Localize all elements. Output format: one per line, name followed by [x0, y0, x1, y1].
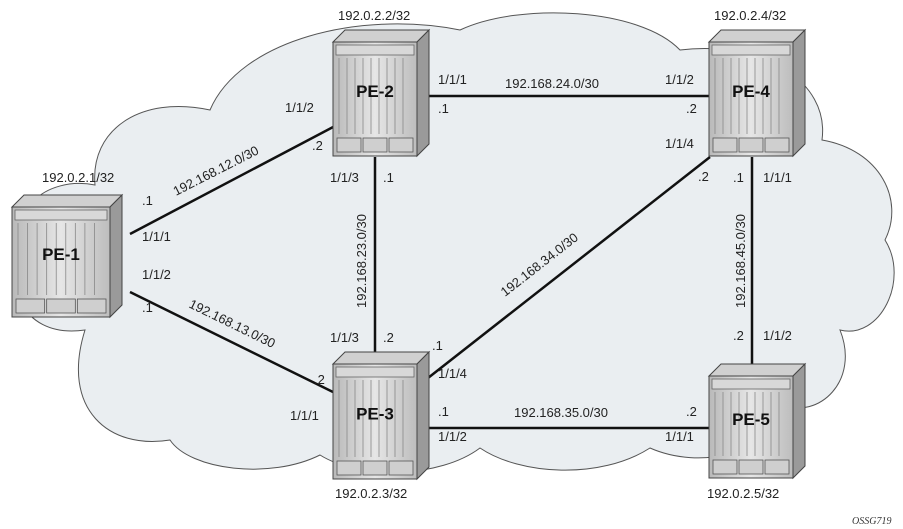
router-side-face	[792, 362, 806, 480]
router-side-face	[109, 193, 123, 319]
figure-credit: OSSG719	[852, 516, 891, 527]
routers-layer: PE-1 PE-2PE-3 PE-4PE-5	[10, 28, 807, 481]
port-pe3-pe4-b: 1/1/4	[665, 136, 694, 151]
router-side-face	[792, 28, 806, 158]
host-pe2-pe3-a: .1	[383, 170, 394, 185]
router-name-pe-4: PE-4	[732, 82, 770, 101]
link-pe3-pe4	[427, 156, 711, 379]
pe2-address: 192.0.2.2/32	[338, 8, 410, 23]
router-power-module	[15, 298, 46, 314]
router-pe-1: PE-1	[10, 193, 124, 319]
router-top-panel	[14, 209, 108, 221]
router-top-panel	[711, 44, 791, 56]
links-layer	[129, 94, 754, 430]
port-pe2-pe3-b: 1/1/3	[330, 330, 359, 345]
router-name-pe-3: PE-3	[356, 405, 394, 424]
port-pe2-pe4-a: 1/1/1	[438, 72, 467, 87]
port-pe3-pe5-a: 1/1/2	[438, 429, 467, 444]
host-pe3-pe5-a: .1	[438, 404, 449, 419]
router-top-panel	[335, 366, 415, 378]
host-pe3-pe4-b: .2	[698, 169, 709, 184]
router-side-face	[416, 350, 430, 481]
link-pe1-pe3	[129, 290, 336, 395]
router-power-module	[738, 137, 764, 153]
host-pe1-pe3-b: .2	[314, 372, 325, 387]
router-power-module	[76, 298, 107, 314]
host-pe4-pe5-a: .1	[733, 170, 744, 185]
router-power-module	[738, 459, 764, 475]
subnet-label-pe3-pe5: 192.168.35.0/30	[514, 405, 608, 420]
host-pe4-pe5-b: .2	[733, 328, 744, 343]
port-pe2-pe3-a: 1/1/3	[330, 170, 359, 185]
router-power-module	[336, 460, 362, 476]
port-pe2-pe4-b: 1/1/2	[665, 72, 694, 87]
router-top-face	[707, 363, 807, 377]
host-pe2-pe4-a: .1	[438, 101, 449, 116]
router-power-module	[764, 459, 790, 475]
host-pe1-pe2-b: .2	[312, 138, 323, 153]
port-pe1-pe3-b: 1/1/1	[290, 408, 319, 423]
router-top-face	[331, 29, 431, 43]
host-pe1-pe3-a: .1	[142, 300, 153, 315]
router-power-module	[388, 137, 414, 153]
router-power-module	[336, 137, 362, 153]
port-pe1-pe2-a: 1/1/1	[142, 229, 171, 244]
port-labels: 1/1/1 1/1/2 1/1/2 1/1/1 1/1/3 1/1/3 1/1/…	[142, 72, 792, 444]
router-name-pe-2: PE-2	[356, 82, 394, 101]
router-top-face	[331, 351, 431, 365]
router-name-pe-5: PE-5	[732, 410, 770, 429]
router-power-module	[764, 137, 790, 153]
router-pe-3: PE-3	[331, 350, 431, 481]
router-top-panel	[335, 44, 415, 56]
router-top-panel	[711, 378, 791, 390]
router-power-module	[46, 298, 76, 314]
pe5-address: 192.0.2.5/32	[707, 486, 779, 501]
subnet-label-pe4-pe5: 192.168.45.0/30	[733, 214, 748, 308]
router-pe-4: PE-4	[707, 28, 807, 158]
link-pe1-pe2	[129, 124, 336, 236]
router-top-face	[707, 29, 807, 43]
host-labels: .1 .2 .1 .2 .1 .2 .1 .2 .1 .2 .1 .2 .1 .…	[142, 101, 744, 419]
node-labels: 192.0.2.1/32 192.0.2.2/32 192.0.2.3/32 1…	[42, 8, 786, 501]
port-pe4-pe5-a: 1/1/1	[763, 170, 792, 185]
host-pe1-pe2-a: .1	[142, 193, 153, 208]
router-power-module	[362, 137, 388, 153]
router-name-pe-1: PE-1	[42, 245, 80, 264]
router-pe-2: PE-2	[331, 28, 431, 158]
port-pe3-pe4-a: 1/1/4	[438, 366, 467, 381]
subnet-label-pe2-pe4: 192.168.24.0/30	[505, 76, 599, 91]
pe4-address: 192.0.2.4/32	[714, 8, 786, 23]
router-power-module	[362, 460, 388, 476]
host-pe2-pe3-b: .2	[383, 330, 394, 345]
router-power-module	[712, 459, 738, 475]
router-power-module	[388, 460, 414, 476]
port-pe1-pe2-b: 1/1/2	[285, 100, 314, 115]
host-pe3-pe4-a: .1	[432, 338, 443, 353]
router-side-face	[416, 28, 430, 158]
host-pe3-pe5-b: .2	[686, 404, 697, 419]
router-pe-5: PE-5	[707, 362, 807, 480]
pe3-address: 192.0.2.3/32	[335, 486, 407, 501]
port-pe1-pe3-a: 1/1/2	[142, 267, 171, 282]
pe1-address: 192.0.2.1/32	[42, 170, 114, 185]
port-pe3-pe5-b: 1/1/1	[665, 429, 694, 444]
router-top-face	[10, 194, 124, 208]
host-pe2-pe4-b: .2	[686, 101, 697, 116]
port-pe4-pe5-b: 1/1/2	[763, 328, 792, 343]
router-power-module	[712, 137, 738, 153]
subnet-label-pe2-pe3: 192.168.23.0/30	[354, 214, 369, 308]
